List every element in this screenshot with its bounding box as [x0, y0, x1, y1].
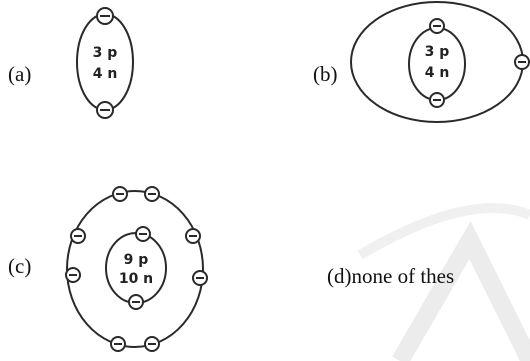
electron-icon	[192, 270, 208, 286]
option-d-label: (d)	[327, 264, 352, 288]
electron-icon	[96, 101, 114, 119]
option-a-label: (a)	[8, 62, 32, 86]
electron-icon	[144, 336, 160, 352]
nucleus-neutrons-c: 10 n	[119, 271, 153, 287]
option-b-label: (b)	[313, 62, 338, 86]
orbit-a	[76, 13, 134, 111]
outer-orbit-c	[66, 190, 204, 348]
option-d: (d)none of thes	[327, 266, 454, 287]
electron-icon	[110, 336, 126, 352]
nucleus-protons-b: 3 p	[425, 44, 450, 60]
electron-icon	[185, 228, 201, 244]
option-c-label: (c)	[8, 254, 32, 278]
electron-icon	[144, 186, 160, 202]
atom-diagram-a: 3 p 4 n	[76, 7, 134, 119]
atom-diagram-b: 3 p 4 n	[350, 1, 530, 123]
nucleus-protons-a: 3 p	[93, 45, 118, 61]
electron-icon	[429, 18, 445, 34]
atom-diagram-c: 9 p 10 n	[65, 186, 208, 352]
nucleus-neutrons-b: 4 n	[425, 65, 450, 81]
electron-icon	[96, 7, 114, 25]
nucleus-protons-c: 9 p	[124, 252, 149, 268]
electron-icon	[135, 226, 151, 242]
inner-orbit-b	[408, 27, 466, 101]
electron-icon	[128, 294, 144, 310]
inner-orbit-c	[105, 232, 167, 304]
electron-icon	[429, 92, 445, 108]
electron-icon	[112, 186, 128, 202]
nucleus-neutrons-a: 4 n	[93, 66, 118, 82]
option-d-text: none of thes	[351, 264, 455, 288]
electron-icon	[70, 228, 86, 244]
electron-icon	[65, 267, 81, 283]
electron-icon	[514, 54, 530, 70]
